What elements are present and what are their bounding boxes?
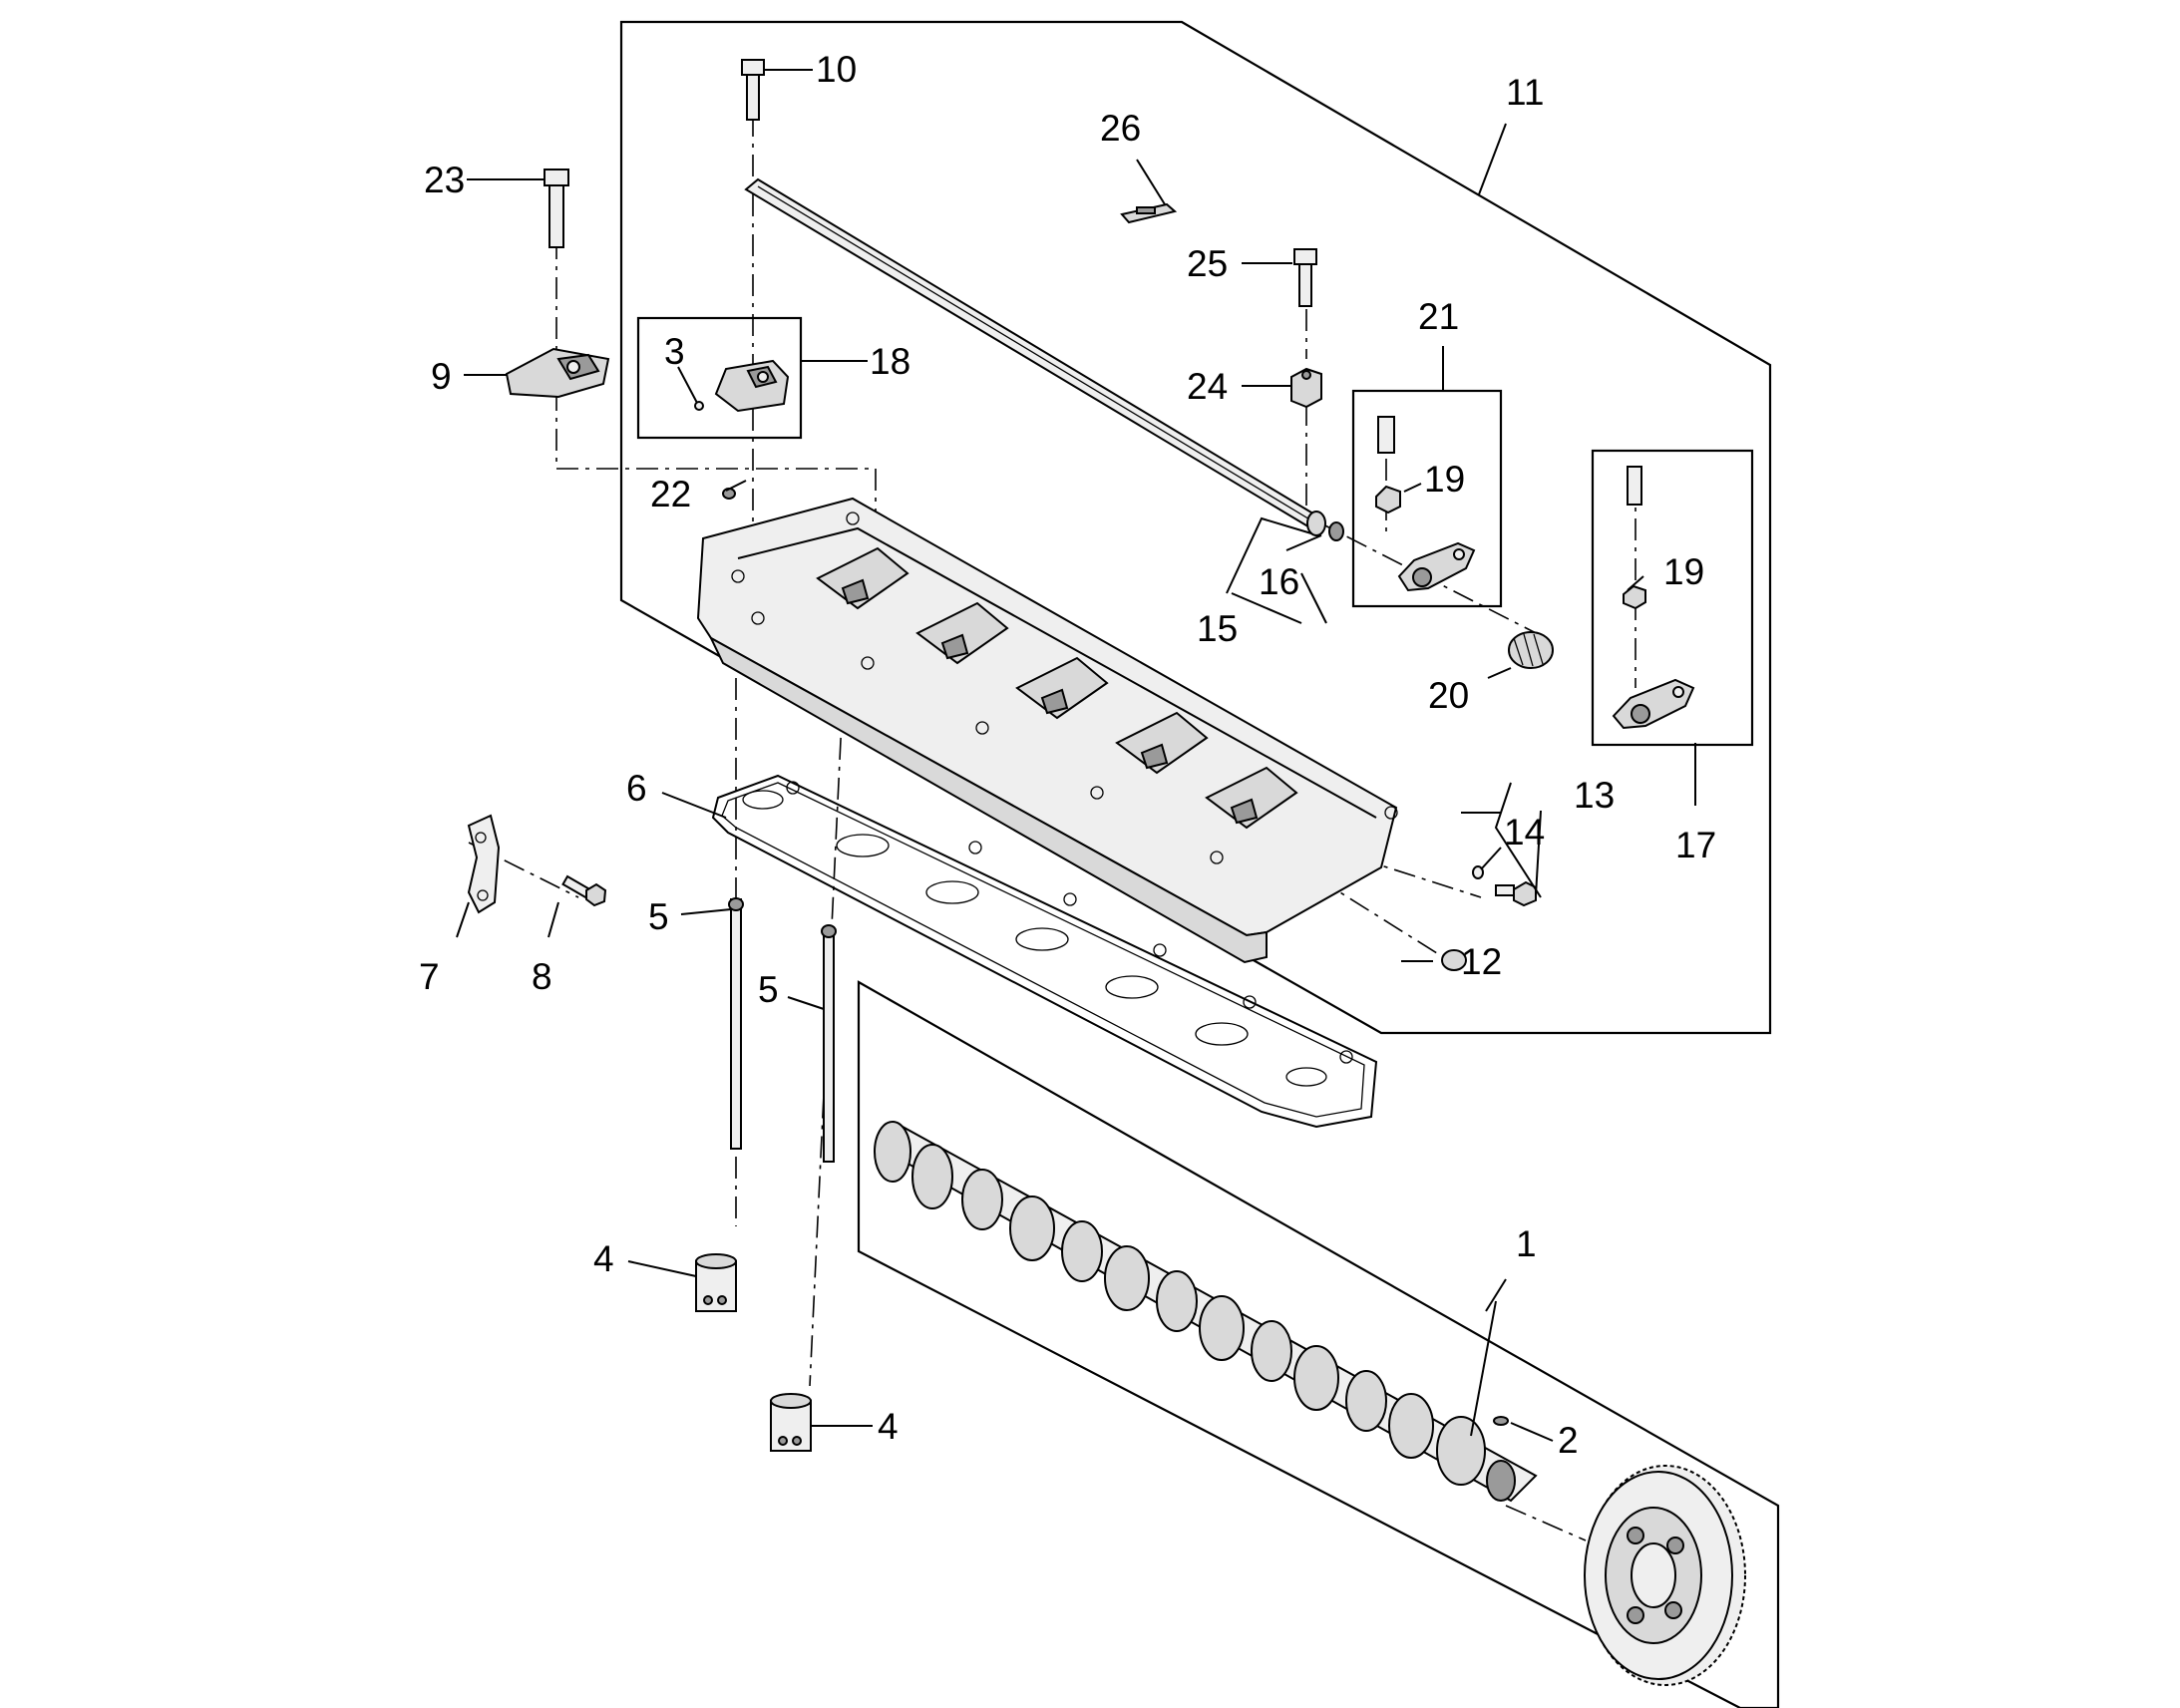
callout-6: 6: [626, 768, 647, 809]
callout-10: 10: [816, 49, 857, 90]
camshaft-gear: [1584, 1465, 1746, 1686]
plug-13: [1495, 880, 1537, 907]
seal-12: [1441, 949, 1467, 971]
callout-19a: 19: [1424, 459, 1465, 500]
callout-25: 25: [1187, 243, 1228, 284]
gasket-ports: [742, 790, 1327, 1087]
callout-3: 3: [664, 331, 685, 372]
bridge-assembly-18: [694, 359, 790, 413]
callout-20: 20: [1428, 675, 1469, 716]
callout-13: 13: [1574, 775, 1615, 816]
inset-box-21: [1351, 389, 1503, 608]
head-bolt-holes: [731, 512, 1398, 864]
gasket-bolt-holes: [786, 781, 1353, 1064]
rocker-arm-assembly-21: [1375, 416, 1476, 592]
callout-1: 1: [1516, 1223, 1537, 1264]
rocker-bridge-9: [505, 347, 610, 399]
bolt-10: [741, 59, 765, 121]
cylinder-head-group-frame: [619, 20, 1772, 1035]
head-gasket: [711, 774, 1378, 1129]
key-2: [1493, 1416, 1509, 1426]
clip-26: [1120, 202, 1178, 224]
tappet-right: [770, 1393, 812, 1452]
bolt-25: [1293, 248, 1317, 307]
callout-19b: 19: [1663, 551, 1704, 592]
washer-16: [1328, 521, 1344, 541]
callout-2: 2: [1558, 1420, 1579, 1461]
callout-17: 17: [1675, 825, 1716, 865]
rocker-arm-assembly-17: [1612, 466, 1695, 730]
o-ring-14: [1472, 865, 1484, 879]
spring-20: [1508, 631, 1554, 669]
camshaft-lobes: [874, 1121, 1516, 1502]
leader-lines: [456, 69, 1696, 1442]
pushrod-left: [728, 897, 744, 1150]
callout-7: 7: [419, 956, 440, 997]
callout-5b: 5: [758, 969, 779, 1010]
callout-22: 22: [650, 474, 691, 514]
callout-4a: 4: [593, 1238, 614, 1279]
callout-12: 12: [1461, 941, 1502, 982]
callout-5a: 5: [648, 896, 669, 937]
inset-box-18: [636, 316, 803, 440]
bolt-8: [561, 874, 607, 907]
callout-11: 11: [1506, 72, 1544, 113]
camshaft: [874, 1121, 1538, 1503]
callout-4b: 4: [878, 1406, 899, 1447]
callout-15: 15: [1197, 608, 1238, 649]
callout-18: 18: [870, 341, 910, 382]
shaft-support-24: [1290, 367, 1322, 409]
cylinder-head: [696, 497, 1398, 964]
callout-8: 8: [532, 956, 552, 997]
pushrod-right: [821, 924, 837, 1163]
cover-plate-7: [467, 814, 501, 914]
rocker-shaft: [744, 177, 1326, 536]
callout-26: 26: [1100, 108, 1141, 149]
head-valve-pockets: [816, 546, 1298, 830]
tappet-left: [695, 1253, 737, 1312]
callout-24: 24: [1187, 366, 1228, 407]
inset-box-17: [1591, 449, 1754, 747]
bolt-23: [544, 169, 569, 248]
callout-labels: 10 11 26 23 25 21 3 18 9 24 19 22 19 16 …: [419, 49, 1716, 1461]
callout-14: 14: [1504, 812, 1545, 853]
callout-16: 16: [1259, 561, 1299, 602]
callout-21: 21: [1418, 296, 1459, 337]
callout-23: 23: [424, 160, 465, 200]
camshaft-group-frame: [857, 980, 1780, 1708]
callout-9: 9: [431, 356, 452, 397]
